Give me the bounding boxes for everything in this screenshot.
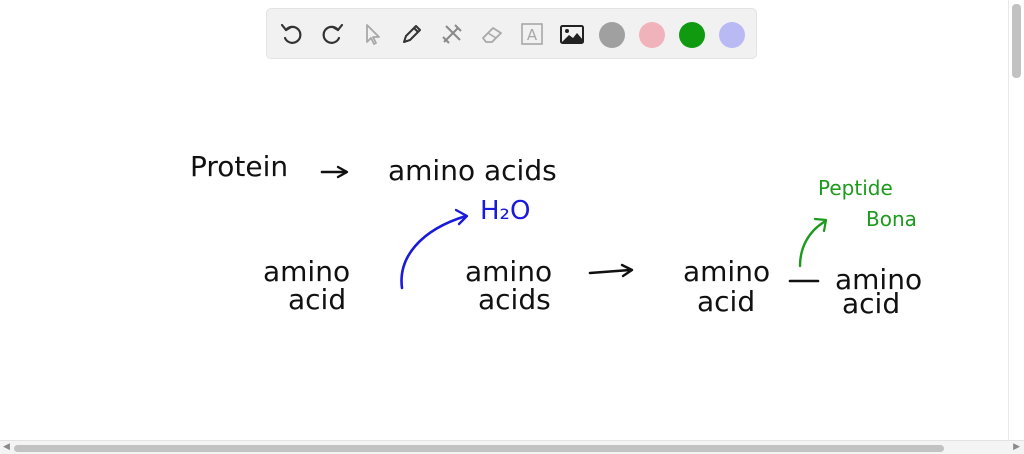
pen-tool-button[interactable]: [397, 19, 427, 49]
ink-group4-bottom: acid: [842, 287, 901, 320]
ink-arrow-2: [588, 268, 632, 275]
ink-blue-arrowhead: [454, 208, 469, 226]
image-icon: [560, 25, 584, 44]
redo-button[interactable]: [317, 19, 347, 49]
ink-group2-top: amino: [465, 255, 553, 288]
text-tool-button[interactable]: A: [517, 19, 547, 49]
vertical-scrollbar[interactable]: [1008, 0, 1024, 440]
ink-arrowhead-2: [620, 263, 634, 278]
horizontal-scrollbar[interactable]: ◀ ▶: [0, 440, 1024, 454]
scroll-left-arrow-icon[interactable]: ◀: [3, 442, 10, 452]
ink-group3-bottom: acid: [697, 285, 756, 318]
ink-bona: Bona: [866, 207, 917, 231]
ink-green-curve: [798, 220, 826, 268]
ink-h2o: H₂O: [480, 196, 531, 226]
scroll-right-arrow-icon[interactable]: ▶: [1013, 442, 1020, 452]
text-icon: A: [521, 23, 543, 45]
ink-arrowhead-1: [336, 165, 349, 179]
eraser-tool-button[interactable]: [477, 19, 507, 49]
ink-protein: Protein: [190, 150, 289, 183]
ink-amino-acids-1: amino acids: [388, 154, 557, 187]
ink-group1-top: amino: [263, 255, 351, 288]
redo-icon: [322, 23, 344, 44]
tools-icon: [442, 24, 462, 44]
color-swatch-lavender[interactable]: [719, 22, 745, 48]
pointer-icon: [366, 24, 380, 45]
ink-green-arrowhead: [813, 217, 828, 233]
undo-button[interactable]: [277, 19, 307, 49]
tools-button[interactable]: [437, 19, 467, 49]
ink-group2-bottom: acids: [478, 283, 551, 316]
ink-group4-top: amino: [835, 263, 923, 296]
select-tool-button[interactable]: [357, 19, 387, 49]
ink-blue-curve: [400, 214, 468, 290]
drawing-toolbar: A: [266, 8, 757, 59]
horizontal-scroll-thumb[interactable]: [14, 445, 944, 452]
ink-group1-bottom: acid: [288, 283, 347, 316]
color-swatch-green[interactable]: [679, 22, 705, 48]
ink-group3-top: amino: [683, 255, 771, 288]
vertical-scroll-thumb[interactable]: [1012, 4, 1021, 78]
color-swatch-gray[interactable]: [599, 22, 625, 48]
ink-peptide: Peptide: [818, 176, 893, 200]
undo-icon: [280, 23, 302, 44]
pen-icon: [403, 25, 421, 43]
color-swatch-pink[interactable]: [639, 22, 665, 48]
eraser-icon: [482, 27, 502, 43]
image-tool-button[interactable]: [557, 19, 587, 49]
text-tool-glyph: A: [527, 26, 538, 44]
